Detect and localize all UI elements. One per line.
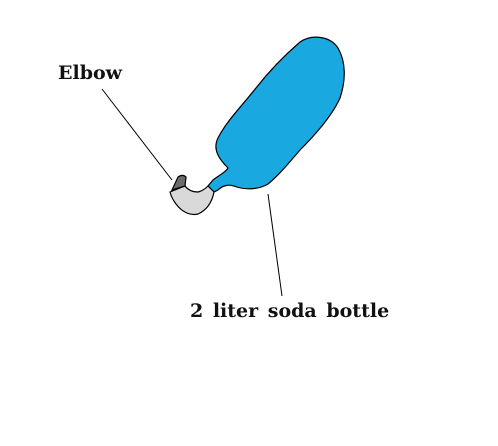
bottle-leader-line — [267, 193, 283, 297]
soda-bottle-shape — [207, 36, 345, 193]
elbow-shape — [169, 185, 215, 216]
elbow-cap-shape — [170, 174, 187, 191]
elbow-leader-line — [101, 88, 173, 181]
elbow-label: Elbow — [58, 62, 123, 84]
soda-bottle-label: 2 liter soda bottle — [190, 300, 390, 322]
